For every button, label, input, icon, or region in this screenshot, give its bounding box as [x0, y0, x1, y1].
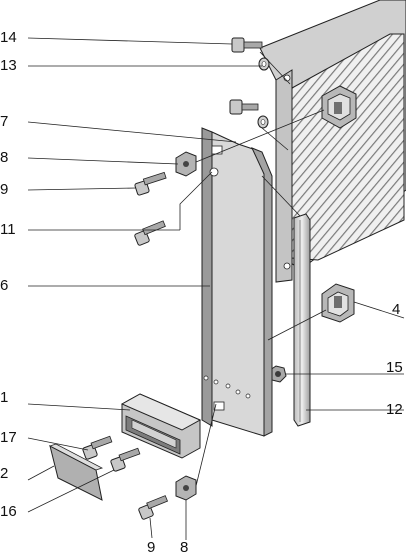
- callout-8-upper: 8: [0, 149, 8, 166]
- leader-lines: [27, 37, 405, 540]
- callout-7: 7: [0, 113, 8, 130]
- screw-top: [231, 37, 263, 53]
- screw-11: [134, 220, 166, 246]
- callout-6: 6: [0, 277, 8, 294]
- callout-17: 17: [0, 429, 17, 446]
- nut: [269, 365, 287, 383]
- panel-hole: [213, 379, 219, 385]
- washer-top: [258, 57, 270, 71]
- mounting-clip: [321, 283, 355, 323]
- callout-13: 13: [0, 57, 17, 74]
- callout-4: 4: [392, 301, 400, 318]
- wall-hole: [283, 262, 291, 270]
- panel-hole: [245, 393, 251, 399]
- callout-11: 11: [0, 221, 16, 238]
- mounting-clip-upper: [321, 85, 357, 129]
- callout-15: 15: [386, 359, 403, 376]
- callout-14: 14: [0, 29, 17, 46]
- clamp-upper: [175, 151, 197, 177]
- panel-hole: [235, 389, 241, 395]
- washer-second: [257, 115, 269, 129]
- guide-rail: [293, 213, 311, 427]
- callout-2: 2: [0, 465, 8, 482]
- callout-1: 1: [0, 389, 8, 406]
- callout-8-lower: 8: [180, 539, 188, 556]
- panel-hole: [203, 375, 209, 381]
- front-panel: [201, 127, 273, 437]
- callout-12: 12: [386, 401, 403, 418]
- panel-hole: [225, 383, 231, 389]
- callout-16: 16: [0, 503, 17, 520]
- screw-9-lower: [138, 495, 169, 520]
- screw-17: [82, 435, 113, 460]
- callout-9-lower: 9: [147, 539, 155, 556]
- clamp-lower: [175, 475, 197, 501]
- panel-hole: [209, 167, 219, 177]
- handle: [120, 393, 202, 459]
- rear-wall-panel: [259, 0, 406, 283]
- callout-labels: 14 13 7 8 9 11 6 4 15 1 12 17 2 16 9 8: [0, 29, 403, 556]
- callout-9-upper: 9: [0, 181, 8, 198]
- screw-16: [110, 447, 141, 472]
- screw-9-upper: [134, 171, 167, 196]
- panel-slot: [213, 401, 225, 411]
- label-plate: [48, 443, 104, 501]
- screw-top-second: [229, 99, 259, 115]
- panel-slot: [211, 145, 223, 155]
